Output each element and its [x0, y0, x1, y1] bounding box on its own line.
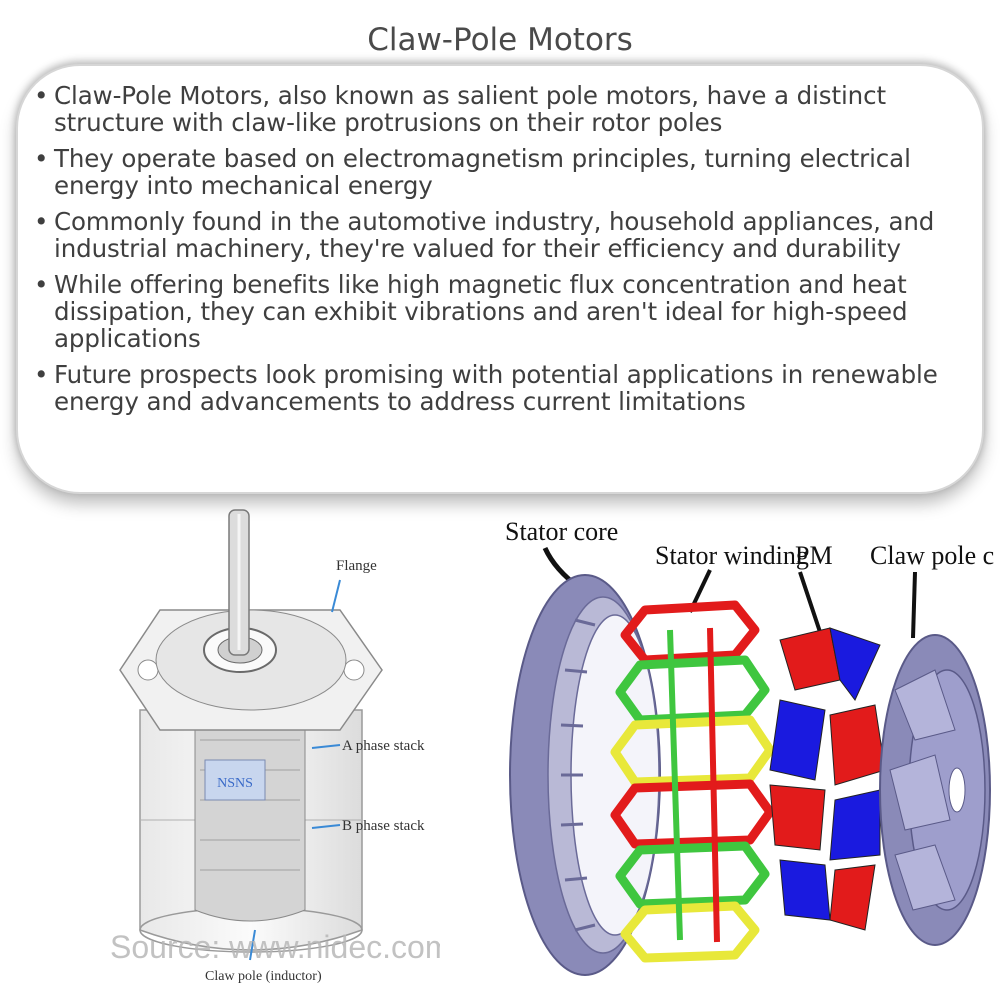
bullet-item-1: Claw-Pole Motors, also known as salient …	[32, 82, 962, 136]
claw-pole-stack	[194, 719, 306, 922]
exploded-motor-figure: Stator core Stator winding PM Claw pole …	[505, 517, 995, 976]
a-phase-stack-label: A phase stack	[342, 738, 425, 754]
bullet-list: Claw-Pole Motors, also known as salient …	[32, 82, 962, 424]
stator-core-label: Stator core	[505, 517, 618, 546]
stator-winding-label: Stator winding	[655, 541, 809, 570]
bullet-item-2: They operate based on electromagnetism p…	[32, 145, 962, 199]
pm-label: PM	[795, 541, 833, 570]
magnet-ring	[204, 759, 266, 801]
claw-pole-core-label: Claw pole core	[870, 541, 995, 570]
claw-pole-core	[879, 634, 991, 946]
bullet-item-4: While offering benefits like high magnet…	[32, 271, 962, 352]
bullet-item-3: Commonly found in the automotive industr…	[32, 208, 962, 262]
magnet-label: NSNS	[217, 776, 253, 791]
source-watermark: Source: www.nidec.com	[110, 929, 440, 965]
stator-winding	[610, 600, 775, 963]
bullet-item-5: Future prospects look promising with pot…	[32, 361, 962, 415]
b-phase-stack-label: B phase stack	[342, 818, 425, 834]
claw-pole-label: Claw pole (inductor)	[205, 969, 322, 984]
motor-cutaway-figure: NSNS Flange A phase stack B phase stack …	[110, 509, 440, 984]
page-title: Claw-Pole Motors	[367, 22, 633, 58]
flange-label: Flange	[336, 558, 377, 574]
pm-magnets	[769, 627, 886, 931]
